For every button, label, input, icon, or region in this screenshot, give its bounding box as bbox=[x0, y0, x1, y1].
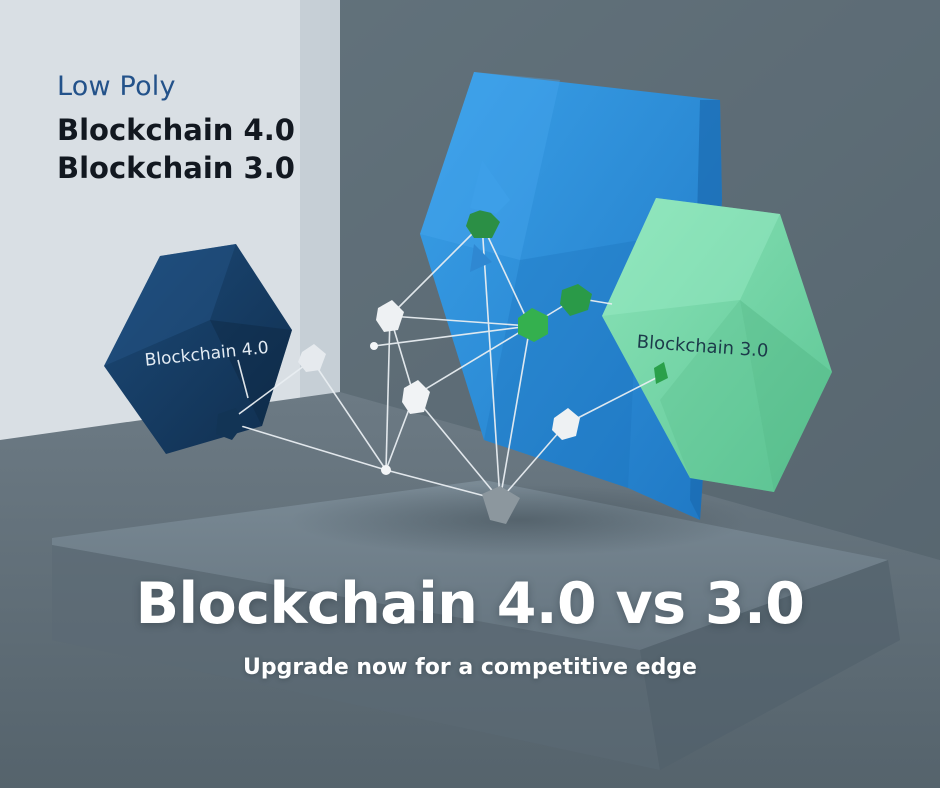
node-green bbox=[466, 208, 500, 238]
platform-shadow bbox=[290, 484, 750, 556]
node-white bbox=[402, 380, 430, 414]
dark-facet bbox=[210, 320, 292, 426]
blue-facet bbox=[420, 72, 560, 260]
node-grey bbox=[482, 486, 520, 524]
title-line-2: Blockchain 3.0 bbox=[57, 151, 295, 185]
green-facet bbox=[740, 300, 832, 492]
dark-facet bbox=[104, 244, 236, 366]
green-facet bbox=[660, 300, 774, 492]
dark-hexagon bbox=[104, 244, 292, 454]
node-white bbox=[376, 300, 404, 332]
subheadline: Upgrade now for a competitive edge bbox=[243, 655, 697, 680]
tagline: Low Poly bbox=[57, 71, 176, 102]
node-green bbox=[560, 284, 592, 316]
platform-side bbox=[640, 560, 900, 770]
platform-front bbox=[52, 545, 660, 770]
title-line-1: Blockchain 4.0 bbox=[57, 113, 295, 147]
headline: Blockchain 4.0 vs 3.0 bbox=[135, 571, 805, 637]
node-green bbox=[654, 362, 668, 384]
node-blue bbox=[470, 160, 510, 214]
node-dark bbox=[216, 408, 244, 440]
green-hexagon bbox=[602, 198, 832, 492]
node-dot bbox=[381, 465, 391, 475]
node-white bbox=[298, 344, 326, 372]
green-facet bbox=[602, 198, 780, 316]
node-green bbox=[518, 308, 548, 342]
wall-edge bbox=[300, 0, 340, 402]
node-white bbox=[552, 408, 580, 440]
node-blue bbox=[470, 244, 492, 272]
node-dot bbox=[370, 342, 378, 350]
